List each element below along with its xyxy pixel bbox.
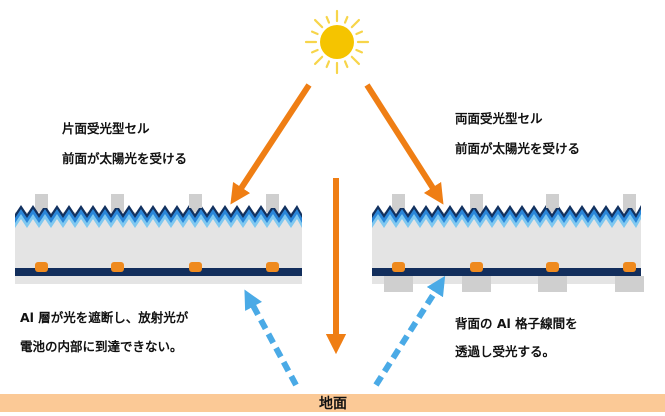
textured-layer <box>15 219 302 268</box>
reflected-light-arrow-right <box>373 275 446 387</box>
right-note-line2: 透過し受光する。 <box>455 344 555 359</box>
right-note-line1: 背面の Al 格子線間を <box>455 316 578 331</box>
rear-contact <box>35 262 48 272</box>
front-finger-top <box>623 194 636 208</box>
rear-contact <box>266 262 279 272</box>
back-layer <box>372 268 641 276</box>
sunlight-arrow-left <box>230 83 312 205</box>
back-layer <box>15 268 302 276</box>
front-finger-top <box>470 194 483 208</box>
front-finger-top <box>111 194 124 208</box>
rear-contact <box>546 262 559 272</box>
rear-grid-line <box>384 276 413 292</box>
rear-contact <box>111 262 124 272</box>
rear-contact <box>189 262 202 272</box>
left-title-line2: 前面が太陽光を受ける <box>62 151 187 166</box>
back-strip <box>15 276 302 284</box>
rear-contact <box>470 262 483 272</box>
front-finger-top <box>266 194 279 208</box>
rear-grid-line <box>538 276 567 292</box>
front-finger-top <box>546 194 559 208</box>
right-title-line2: 前面が太陽光を受ける <box>455 141 580 156</box>
sunlight-arrow-right <box>364 83 444 205</box>
reflected-light-arrow-left <box>244 289 299 387</box>
sun-icon <box>304 9 370 75</box>
right-title-line1: 両面受光型セル <box>455 111 543 126</box>
left-title-line1: 片面受光型セル <box>62 121 150 136</box>
textured-layer <box>372 219 641 268</box>
ground-label: 地面 <box>319 395 347 412</box>
rear-contact <box>623 262 636 272</box>
left-note-line1: Al 層が光を遮断し、放射光が <box>20 310 189 325</box>
bifacial-cell <box>372 194 644 292</box>
rear-contact <box>392 262 405 272</box>
rear-grid-line <box>615 276 644 292</box>
ground-strip <box>0 394 665 412</box>
monofacial-cell <box>15 194 302 284</box>
front-finger-top <box>35 194 48 208</box>
left-note-line2: 電池の内部に到達できない。 <box>20 339 183 354</box>
back-strip <box>372 276 641 284</box>
front-finger-top <box>392 194 405 208</box>
front-finger-top <box>189 194 202 208</box>
rear-grid-line <box>462 276 491 292</box>
